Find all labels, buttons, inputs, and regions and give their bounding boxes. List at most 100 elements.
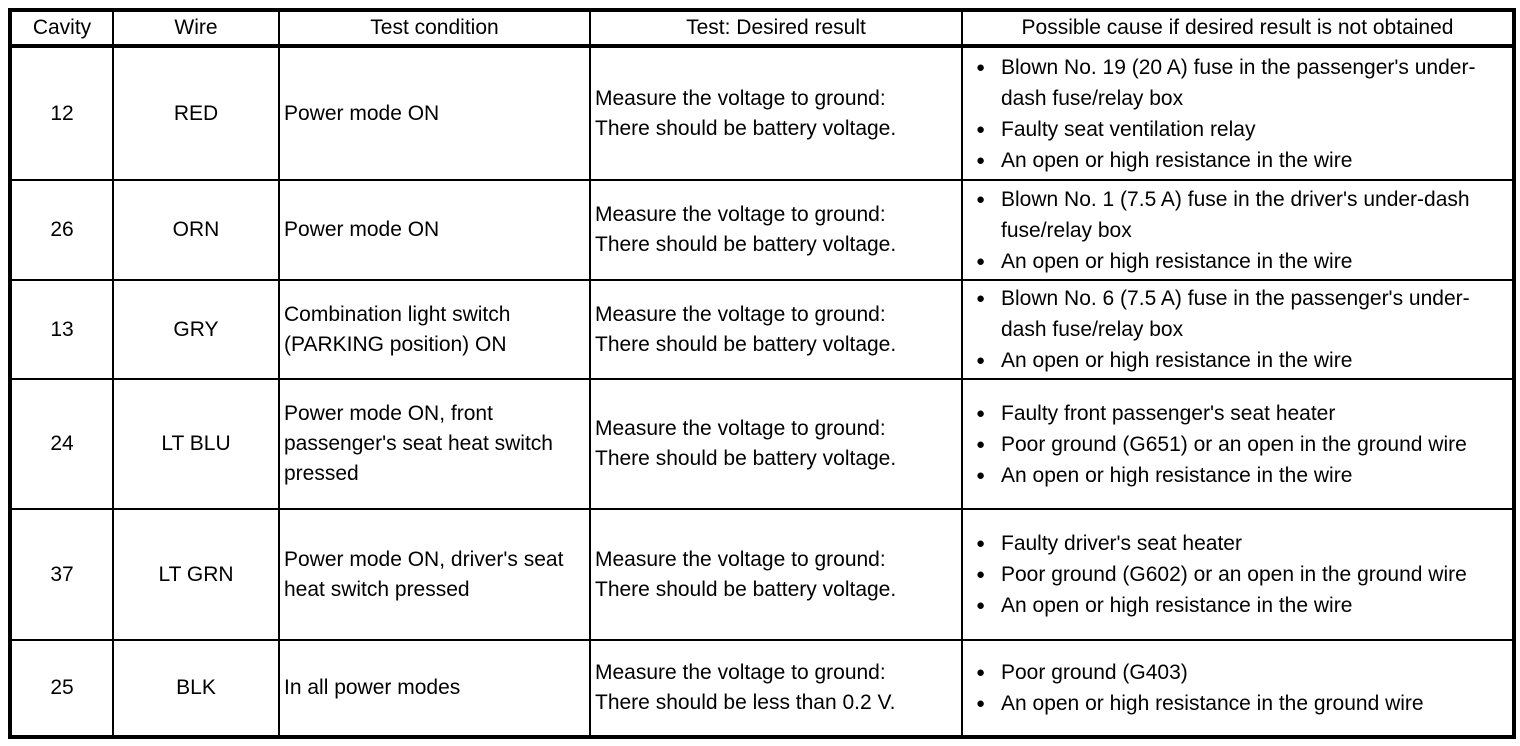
- bullet-icon: ●: [976, 290, 986, 307]
- test-condition-cell: Power mode ON: [278, 45, 591, 181]
- desired-result-line: Measure the voltage to ground:: [595, 547, 886, 571]
- bullet-icon: ●: [976, 120, 986, 138]
- possible-cause-cell: ● Blown No. 1 (7.5 A) fuse in the driver'…: [961, 179, 1515, 281]
- test-condition-cell: Power mode ON: [278, 179, 591, 281]
- desired-result-line: There should be battery voltage.: [595, 577, 897, 601]
- bullet-icon: ●: [976, 151, 986, 169]
- desired-result-cell: Measure the voltage to ground: There shou…: [589, 179, 963, 281]
- header-row: Cavity Wire Test condition Test: Desired…: [9, 9, 1515, 48]
- bullet-icon: ●: [976, 435, 986, 453]
- wire-cell: LT BLU: [112, 378, 280, 510]
- cause-list-item: ● An open or high resistance in the groun…: [967, 688, 1508, 719]
- cause-text: An open or high resistance in the wire: [1001, 148, 1353, 172]
- cause-list-item: ● Poor ground (G651) or an open in the gr…: [967, 429, 1508, 460]
- bullet-icon: ●: [976, 404, 986, 422]
- desired-result-line: Measure the voltage to ground:: [595, 302, 886, 326]
- cause-list-item: ● Faulty front passenger's seat heater: [967, 398, 1508, 429]
- wire-cell: BLK: [112, 639, 280, 738]
- cause-text: Faulty driver's seat heater: [1001, 532, 1242, 555]
- header-wire: Wire: [112, 9, 280, 48]
- bullet-icon: ●: [976, 58, 986, 76]
- cause-list-item: ● Poor ground (G602) or an open in the gr…: [967, 559, 1508, 590]
- cavity-cell: 26: [9, 179, 114, 281]
- possible-cause-cell: ● Blown No. 19 (20 A) fuse in the passeng…: [961, 45, 1515, 181]
- cause-list-item: ● An open or high resistance in the wire: [967, 246, 1508, 277]
- cause-list-item: ● Blown No. 6 (7.5 A) fuse in the passeng…: [967, 283, 1508, 345]
- cause-text: Faulty seat ventilation relay: [1001, 117, 1256, 141]
- cavity-cell: 25: [9, 639, 114, 738]
- cause-text: Blown No. 6 (7.5 A) fuse in the passenge…: [1001, 287, 1470, 341]
- desired-result-line: There should be battery voltage.: [595, 116, 897, 140]
- desired-result-line: Measure the voltage to ground:: [595, 203, 886, 226]
- header-desired-result: Test: Desired result: [589, 9, 963, 48]
- cavity-cell: 37: [9, 508, 114, 641]
- desired-result-cell: Measure the voltage to ground: There shou…: [589, 639, 963, 738]
- cause-text: An open or high resistance in the wire: [1001, 249, 1353, 273]
- cause-list-item: ● An open or high resistance in the wire: [967, 460, 1508, 491]
- cause-text: An open or high resistance in the ground…: [1001, 692, 1424, 715]
- desired-result-cell: Measure the voltage to ground: There shou…: [589, 45, 963, 181]
- wire-cell: RED: [112, 45, 280, 181]
- cause-list-item: ● Blown No. 19 (20 A) fuse in the passeng…: [967, 52, 1508, 114]
- cause-list-item: ●Poor ground (G403): [967, 657, 1508, 688]
- cause-text: Blown No. 1 (7.5 A) fuse in the driver's…: [1001, 187, 1470, 242]
- wire-cell: ORN: [112, 179, 280, 281]
- bullet-icon: ●: [976, 252, 986, 270]
- desired-result-line: There should be battery voltage.: [595, 233, 897, 256]
- cause-text: Faulty front passenger's seat heater: [1001, 401, 1336, 425]
- wire-cell: LT GRN: [112, 508, 280, 641]
- wire-cell: GRY: [112, 279, 280, 380]
- desired-result-line: Measure the voltage to ground:: [595, 417, 886, 440]
- table-header: Cavity Wire Test condition Test: Desired…: [9, 9, 1515, 48]
- desired-result-cell: Measure the voltage to ground: There shou…: [589, 279, 963, 380]
- possible-cause-cell: ● Blown No. 6 (7.5 A) fuse in the passeng…: [961, 279, 1515, 380]
- desired-result-line: There should be battery voltage.: [595, 332, 897, 356]
- wiring-test-table: Cavity Wire Test condition Test: Desired…: [8, 8, 1516, 739]
- desired-result-cell: Measure the voltage to ground: There shou…: [589, 508, 963, 641]
- cavity-cell: 12: [9, 45, 114, 181]
- cavity-cell: 13: [9, 279, 114, 380]
- cause-text: Poor ground (G651) or an open in the gro…: [1001, 432, 1467, 456]
- header-possible-cause: Possible cause if desired result is not …: [961, 9, 1515, 48]
- bullet-icon: ●: [976, 566, 986, 583]
- header-test-condition: Test condition: [278, 9, 591, 48]
- cause-text: Poor ground (G602) or an open in the gro…: [1001, 563, 1467, 586]
- cause-list-item: ● An open or high resistance in the wire: [967, 345, 1508, 376]
- bullet-icon: ●: [976, 466, 986, 484]
- cause-text: An open or high resistance in the wire: [1001, 349, 1353, 372]
- desired-result-line: Measure the voltage to ground:: [595, 86, 886, 110]
- cause-list-item: ● An open or high resistance in the wire: [967, 145, 1508, 176]
- bullet-icon: ●: [976, 695, 986, 712]
- possible-cause-cell: ● Faulty front passenger's seat heater ● Po…: [961, 378, 1515, 510]
- desired-result-line: Measure the voltage to ground:: [595, 661, 886, 684]
- cause-list-item: ● An open or high resistance in the wire: [967, 590, 1508, 621]
- cause-text: Blown No. 19 (20 A) fuse in the passenge…: [1001, 55, 1476, 110]
- possible-cause-cell: ●Poor ground (G403) ● An open or high resi…: [961, 639, 1515, 738]
- possible-cause-cell: ● Faulty driver's seat heater ● Poor ground…: [961, 508, 1515, 641]
- cause-list-item: ● Faulty seat ventilation relay: [967, 114, 1508, 145]
- cause-text: An open or high resistance in the wire: [1001, 594, 1353, 617]
- bullet-icon: ●: [976, 190, 986, 208]
- desired-result-line: There should be less than 0.2 V.: [595, 691, 896, 714]
- bullet-icon: ●: [976, 352, 986, 369]
- bullet-icon: ●: [976, 597, 986, 614]
- cause-text: Poor ground (G403): [1001, 661, 1188, 684]
- bullet-icon: ●: [976, 535, 986, 552]
- test-condition-cell: In all power modes: [278, 639, 591, 738]
- desired-result-cell: Measure the voltage to ground: There shou…: [589, 378, 963, 510]
- header-cavity: Cavity: [9, 9, 114, 48]
- desired-result-line: There should be battery voltage.: [595, 447, 897, 470]
- cause-list-item: ● Faulty driver's seat heater: [967, 528, 1508, 559]
- test-condition-cell: Power mode ON, driver's seat heat switch…: [278, 508, 591, 641]
- test-condition-cell: Combination light switch (PARKING positi…: [278, 279, 591, 380]
- cause-text: An open or high resistance in the wire: [1001, 463, 1353, 487]
- cause-list-item: ● Blown No. 1 (7.5 A) fuse in the driver'…: [967, 184, 1508, 246]
